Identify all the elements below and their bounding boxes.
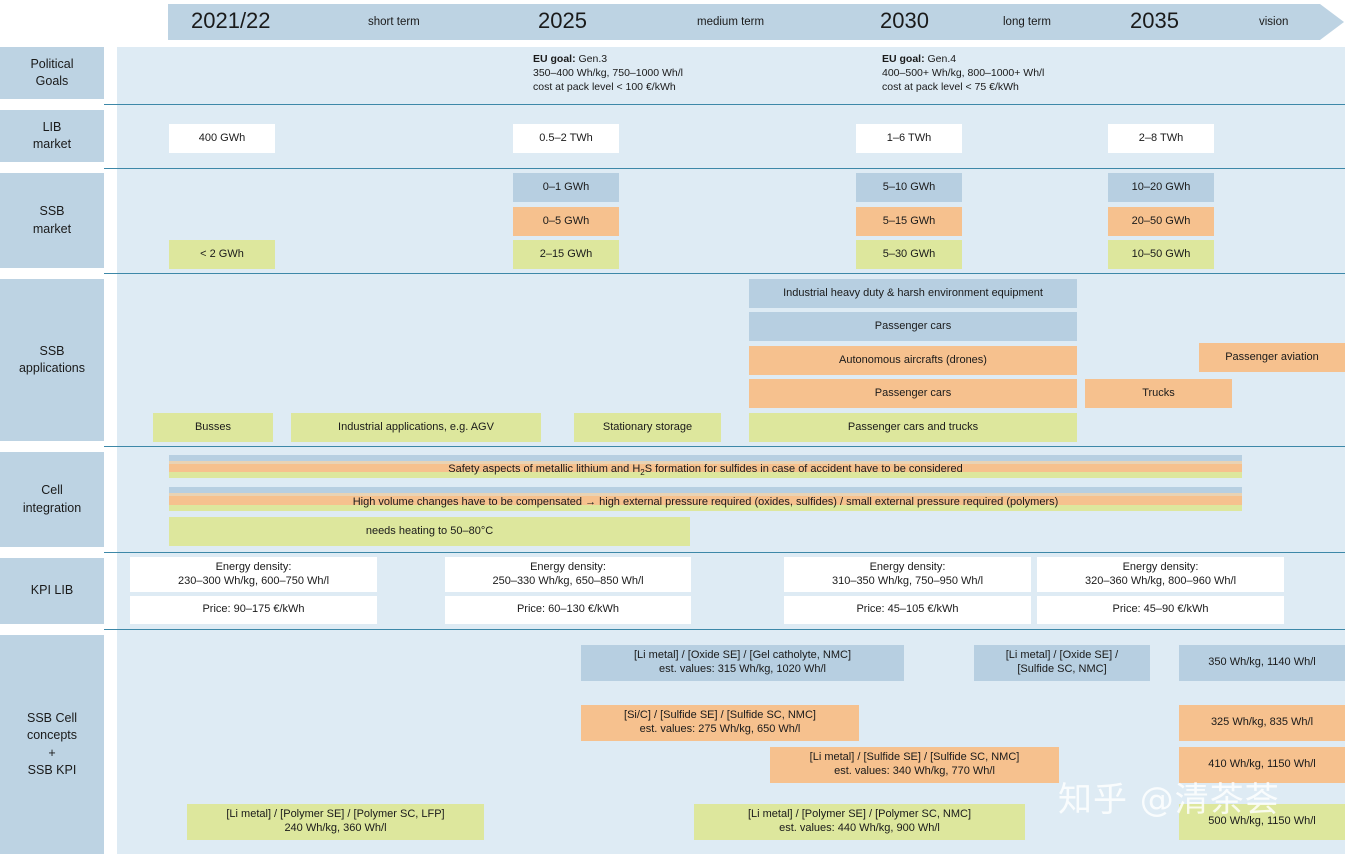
row-divider (104, 273, 1345, 274)
row-label-ssb-market: SSB market (0, 173, 104, 268)
eu-goal-2030-density: 400–500+ Wh/kg, 800–1000+ Wh/l (882, 66, 1045, 79)
needs-heating-bar: needs heating to 50–80°C (169, 517, 690, 546)
watermark: 知乎 @清茶荟 (1058, 780, 1280, 820)
kpi-lib-price-2021: Price: 90–175 €/kWh (130, 596, 377, 624)
ssb-market-2025-orange: 0–5 GWh (513, 207, 619, 236)
eu-goal-2030: EU goal: Gen.4 400–500+ Wh/kg, 800–1000+… (882, 53, 1044, 95)
safety-text-sub: 2 (640, 468, 645, 478)
cell-polymer-lfp: [Li metal] / [Polymer SE] / [Polymer SC,… (187, 804, 484, 840)
row-divider (104, 104, 1345, 105)
eu-goal-2025-density: 350–400 Wh/kg, 750–1000 Wh/l (533, 66, 684, 79)
stripe-green (169, 472, 1242, 478)
cell-sic-sulfide: [Si/C] / [Sulfide SE] / [Sulfide SC, NMC… (581, 705, 859, 741)
stripe-orange (169, 464, 1242, 472)
row-label-political-goals: Political Goals (0, 47, 104, 99)
eu-goal-2025-cost: cost at pack level < 100 €/kWh (533, 80, 676, 93)
app-industrial-agv: Industrial applications, e.g. AGV (291, 413, 541, 442)
cell-oxide-sulfide-sc: [Li metal] / [Oxide SE] / [Sulfide SC, N… (974, 645, 1150, 681)
timeline-bar (168, 4, 1320, 40)
cell-orange-2035-kpi-a: 325 Wh/kg, 835 Wh/l (1179, 705, 1345, 741)
timeline-year-2025: 2025 (538, 8, 587, 33)
stripe-light (169, 493, 1242, 496)
app-stationary-storage: Stationary storage (574, 413, 721, 442)
political-goals-panel (117, 47, 1345, 104)
cell-orange-2035-kpi-b: 410 Wh/kg, 1150 Wh/l (1179, 747, 1345, 783)
cell-blue-2035-kpi: 350 Wh/kg, 1140 Wh/l (1179, 645, 1345, 681)
timeline-term-medium: medium term (697, 16, 765, 28)
volume-changes-bar: High volume changes have to be compensat… (169, 487, 1242, 515)
app-trucks: Trucks (1085, 379, 1232, 408)
lib-market-2025: 0.5–2 TWh (513, 124, 619, 153)
stripe-blue (169, 487, 1242, 493)
timeline-year-2021: 2021/22 (191, 8, 271, 33)
stripe-blue (169, 455, 1242, 461)
eu-goal-2030-title: EU goal: (882, 53, 925, 65)
kpi-lib-energy-2035: Energy density: 320–360 Wh/kg, 800–960 W… (1037, 557, 1284, 592)
kpi-lib-energy-2030: Energy density: 310–350 Wh/kg, 750–950 W… (784, 557, 1031, 592)
safety-aspects-text: Safety aspects of metallic lithium and H… (169, 462, 1242, 480)
ssb-market-2035-blue: 10–20 GWh (1108, 173, 1214, 202)
lib-market-2030: 1–6 TWh (856, 124, 962, 153)
row-label-ssb-applications: SSB applications (0, 279, 104, 441)
timeline-year-2030: 2030 (880, 8, 929, 33)
eu-goal-2025-title: EU goal: (533, 53, 576, 65)
safety-text-post: S formation for sulfides in case of acci… (644, 463, 963, 475)
row-divider (104, 552, 1345, 553)
kpi-lib-energy-2025: Energy density: 250–330 Wh/kg, 650–850 W… (445, 557, 691, 592)
app-passenger-cars-orange: Passenger cars (749, 379, 1077, 408)
timeline-term-vision: vision (1259, 16, 1289, 28)
row-divider (104, 629, 1345, 630)
eu-goal-2025-gen: Gen.3 (575, 53, 608, 65)
stripe-light (169, 461, 1242, 464)
eu-goal-2025: EU goal: Gen.3 350–400 Wh/kg, 750–1000 W… (533, 53, 683, 95)
ssb-market-2030-orange: 5–15 GWh (856, 207, 962, 236)
app-passenger-cars-blue: Passenger cars (749, 312, 1077, 341)
lib-market-2035: 2–8 TWh (1108, 124, 1214, 153)
eu-goal-2030-gen: Gen.4 (924, 53, 957, 65)
row-label-kpi-lib: KPI LIB (0, 558, 104, 624)
kpi-lib-price-2025: Price: 60–130 €/kWh (445, 596, 691, 624)
row-divider (104, 168, 1345, 169)
ssb-market-2030-green: 5–30 GWh (856, 240, 962, 269)
row-label-ssb-cell-concepts: SSB Cell concepts + SSB KPI (0, 635, 104, 854)
row-label-lib-market: LIB market (0, 110, 104, 162)
cell-li-metal-sulfide: [Li metal] / [Sulfide SE] / [Sulfide SC,… (770, 747, 1059, 783)
app-passenger-cars-and-trucks: Passenger cars and trucks (749, 413, 1077, 442)
cell-green-2035-kpi: 500 Wh/kg, 1150 Wh/l (1179, 804, 1345, 840)
app-autonomous-aircrafts: Autonomous aircrafts (drones) (749, 346, 1077, 375)
cell-oxide-gel-catholyte: [Li metal] / [Oxide SE] / [Gel catholyte… (581, 645, 904, 681)
app-busses: Busses (153, 413, 273, 442)
safety-aspects-bar: Safety aspects of metallic lithium and H… (169, 455, 1242, 482)
row-label-cell-integration: Cell integration (0, 452, 104, 547)
kpi-lib-energy-2021: Energy density: 230–300 Wh/kg, 600–750 W… (130, 557, 377, 592)
timeline-term-long: long term (1003, 16, 1051, 28)
ssb-market-2021: < 2 GWh (169, 240, 275, 269)
app-passenger-aviation: Passenger aviation (1199, 343, 1345, 372)
eu-goal-2030-cost: cost at pack level < 75 €/kWh (882, 80, 1019, 93)
app-industrial-heavy-duty: Industrial heavy duty & harsh environmen… (749, 279, 1077, 308)
kpi-lib-price-2035: Price: 45–90 €/kWh (1037, 596, 1284, 624)
safety-text-pre: Safety aspects of metallic lithium and H (448, 463, 641, 475)
lib-market-2021: 400 GWh (169, 124, 275, 153)
row-divider (104, 446, 1345, 447)
cell-polymer-nmc: [Li metal] / [Polymer SE] / [Polymer SC,… (694, 804, 1025, 840)
timeline-arrow-icon (1320, 4, 1344, 40)
stripe-orange (169, 496, 1242, 505)
kpi-lib-price-2030: Price: 45–105 €/kWh (784, 596, 1031, 624)
stripe-green (169, 505, 1242, 511)
timeline-year-2035: 2035 (1130, 8, 1179, 33)
ssb-market-2025-blue: 0–1 GWh (513, 173, 619, 202)
volume-changes-text: High volume changes have to be compensat… (352, 496, 1059, 508)
ssb-market-2030-blue: 5–10 GWh (856, 173, 962, 202)
ssb-market-2035-orange: 20–50 GWh (1108, 207, 1214, 236)
ssb-market-2025-green: 2–15 GWh (513, 240, 619, 269)
ssb-market-2035-green: 10–50 GWh (1108, 240, 1214, 269)
timeline-term-short: short term (368, 16, 420, 28)
